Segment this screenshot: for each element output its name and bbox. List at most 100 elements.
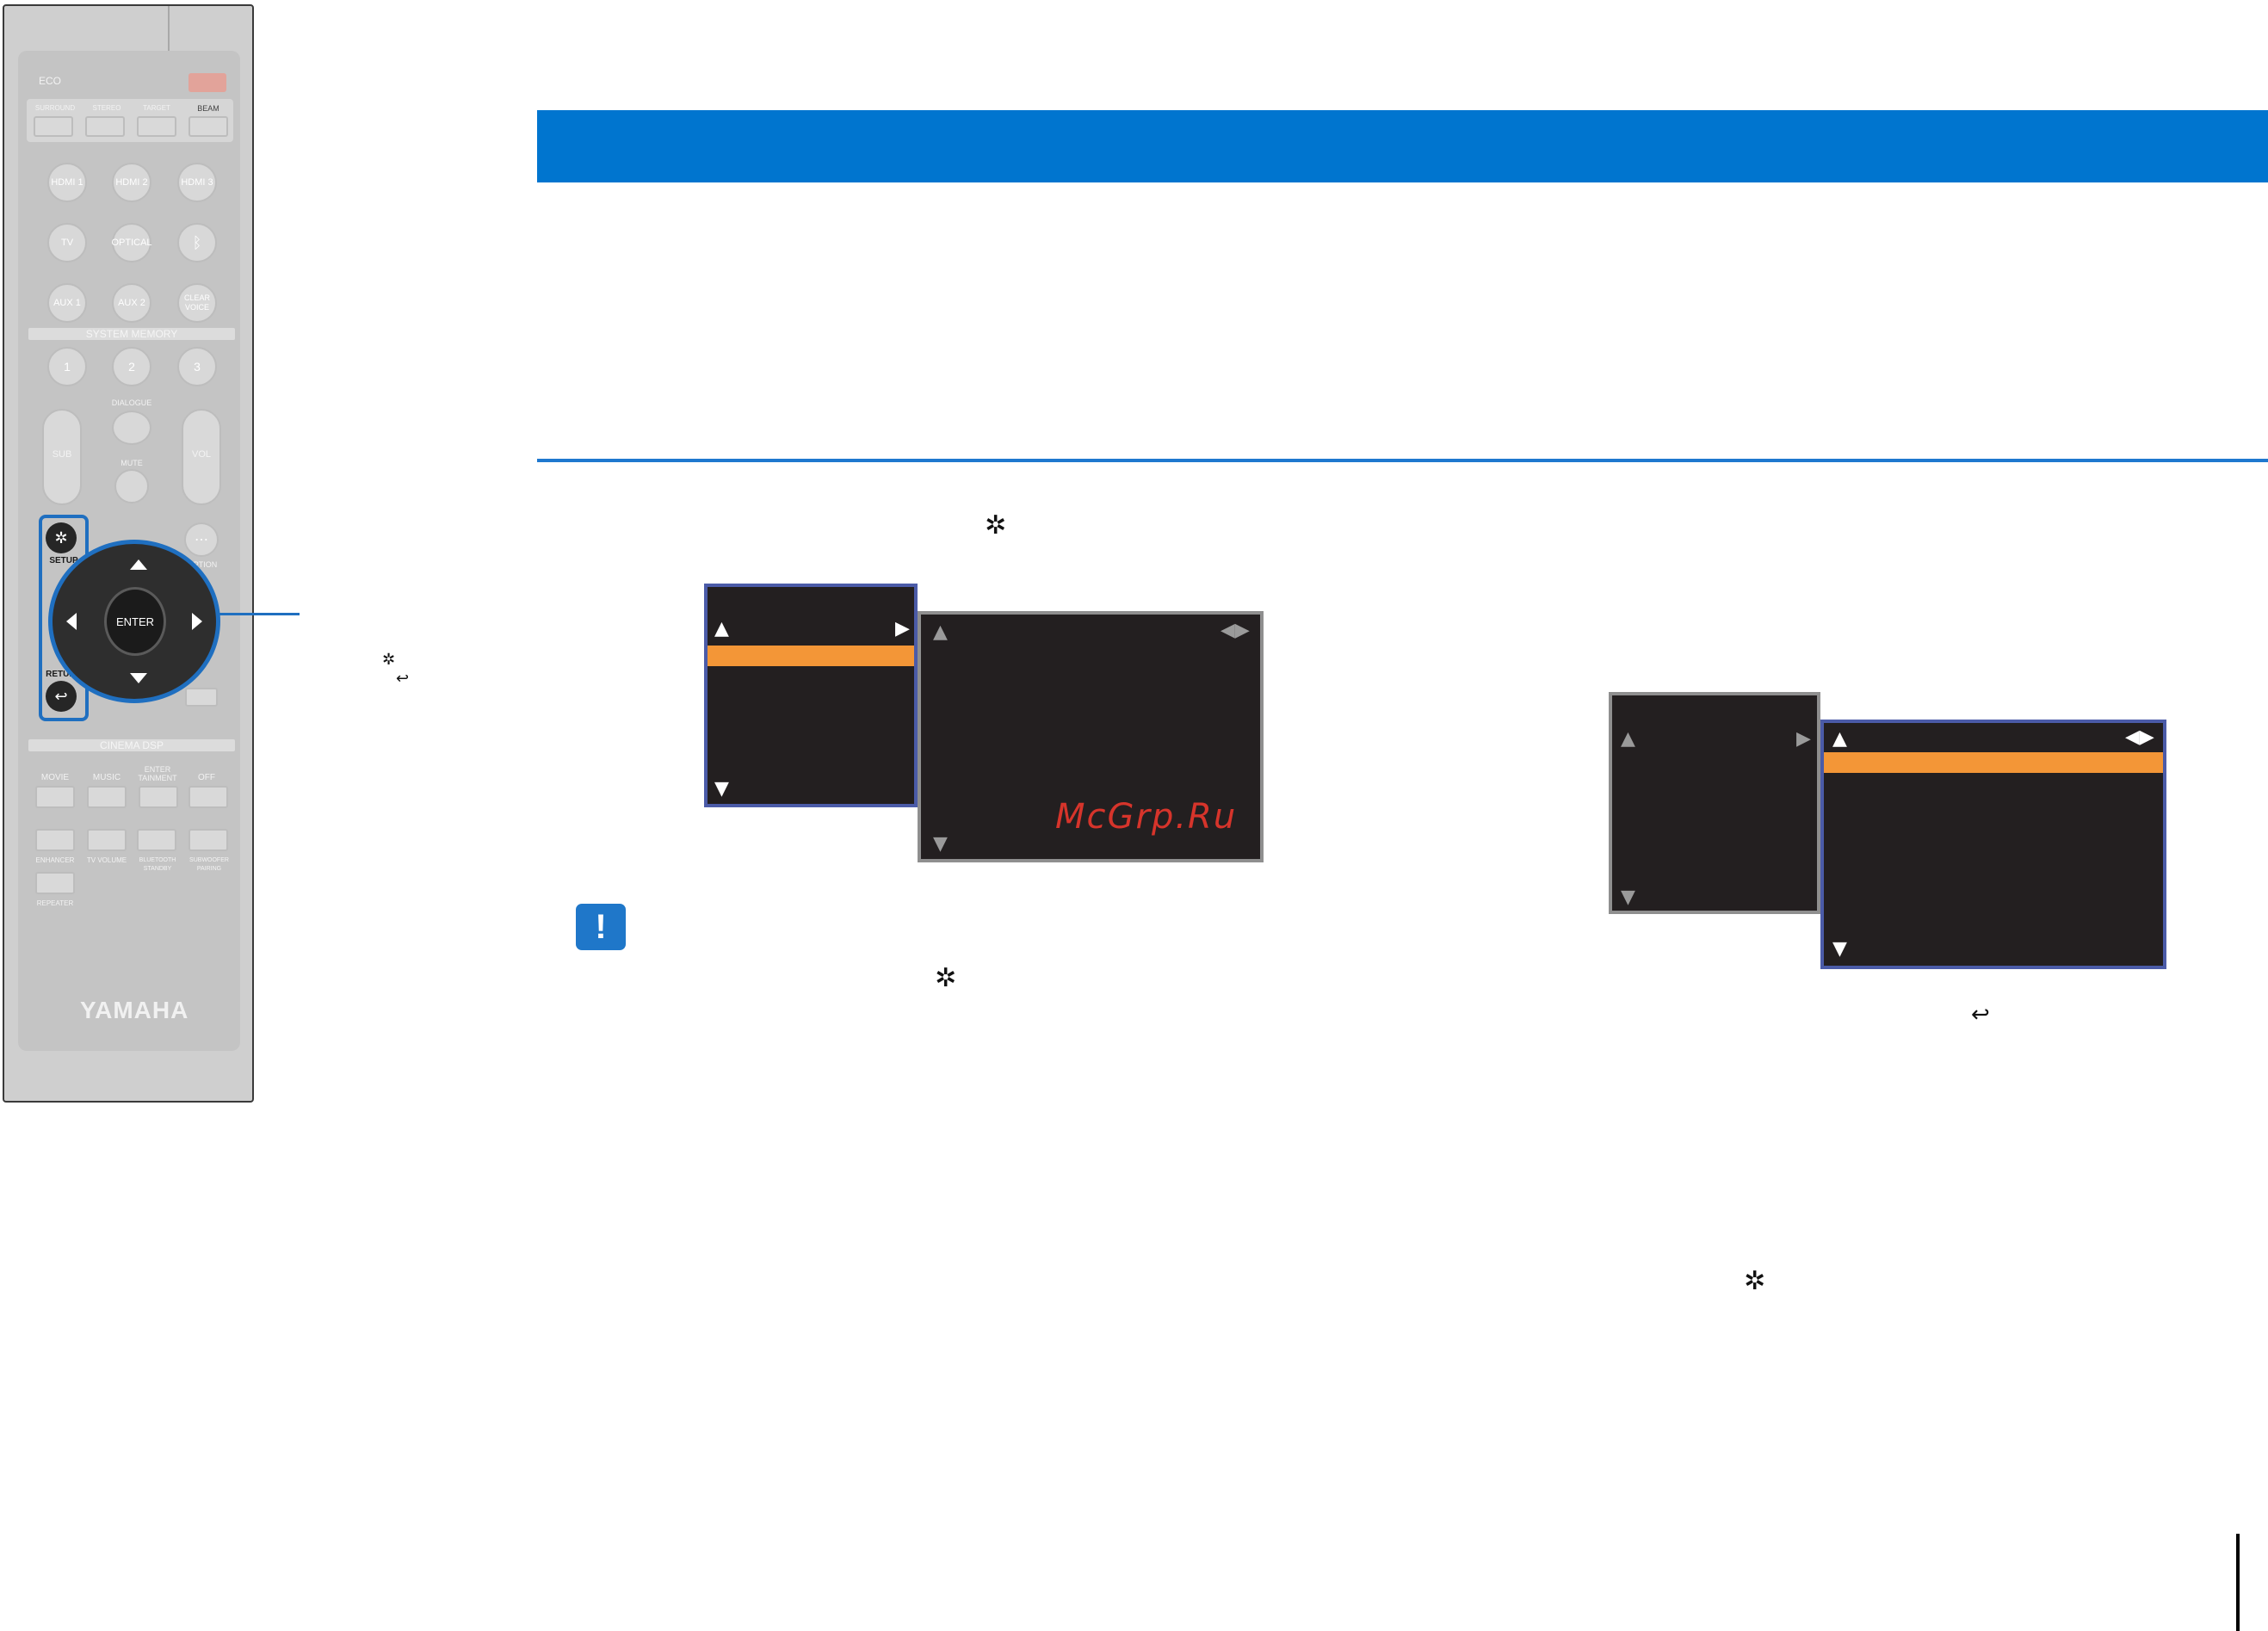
tv-volume-button[interactable] [87,829,127,851]
stereo-label: STEREO [92,104,121,112]
scroll-up-icon: ▲ [1832,728,1847,750]
entertainment-button[interactable] [139,786,178,808]
up-arrow-icon[interactable] [130,559,147,570]
sub-label: SUB [52,449,72,460]
scroll-up-icon: ▲ [1621,728,1635,750]
bluetooth-standby-button[interactable] [137,829,176,851]
gear-icon: ✲ [54,528,68,547]
menu-highlight-bar [708,646,914,666]
surround-label: SURROUND [34,104,76,112]
vol-label: VOL [191,449,211,460]
down-arrow-icon[interactable] [130,673,147,683]
tv-button[interactable]: TV [47,223,87,263]
movie-button[interactable] [35,786,75,808]
entertainment-label: ENTER TAINMENT [138,765,177,782]
memory-1-button[interactable]: 1 [47,347,87,386]
caution-icon: ! [576,904,626,950]
enhancer-label: ENHANCER [35,856,75,864]
section-divider [537,459,2268,462]
return-label: RETURN [46,670,82,679]
dialogue-button[interactable] [112,411,151,445]
scroll-down-icon: ▼ [1621,887,1635,908]
bluetooth-standby-label: BLUETOOTH STANDBY [139,857,176,872]
target-label: TARGET [143,104,170,112]
eco-label: ECO [39,75,62,87]
music-button[interactable] [87,786,127,808]
aux2-button[interactable]: AUX 2 [112,283,151,323]
vol-rocker[interactable] [182,409,221,505]
page-edge-marker [2236,1534,2240,1631]
music-label: MUSIC [92,773,121,782]
bluetooth-button[interactable]: ᛒ [177,223,217,263]
beam-label: BEAM [197,104,219,113]
enter-right-icon: ▶ [895,618,910,639]
submenu-highlight-bar [1824,752,2163,773]
return-icon: ↩ [1971,1002,1990,1028]
info-button[interactable] [185,688,218,707]
enter-button[interactable]: ENTER [104,587,166,656]
scroll-up-icon: ▲ [933,621,948,643]
right-arrow-icon[interactable] [192,613,202,630]
movie-label: MOVIE [40,773,70,782]
gear-icon: ✲ [985,510,1007,541]
navigation-ring[interactable]: ENTER [48,540,220,703]
remote-control: ECO SURROUND STEREO TARGET BEAM HDMI 1 H… [3,4,254,1103]
callout-icons: ✲ ↩ [382,651,409,689]
return-icon: ↩ [54,687,68,706]
scroll-down-icon: ▼ [933,833,948,855]
surround-button[interactable] [34,116,73,137]
setup-submenu-screen: ▲ ◀▶ McGrp.Ru ▼ [918,611,1264,862]
option-label: OPTION [187,560,218,569]
remote-seam [168,6,170,51]
setup-submenu-screen-active: ▲ ◀▶ ▼ [1820,720,2166,969]
repeater-label: REPEATER [36,899,74,907]
callout-line [217,613,300,615]
subwoofer-pairing-button[interactable] [188,829,228,851]
gear-icon: ✲ [1744,1266,1766,1296]
scroll-down-icon: ▼ [1832,938,1847,960]
enter-right-icon: ▶ [1796,728,1811,750]
target-button[interactable] [137,116,176,137]
optical-button[interactable]: OPTICAL [111,223,152,263]
memory-3-button[interactable]: 3 [177,347,217,386]
sub-rocker[interactable] [42,409,82,505]
left-right-icon: ◀▶ [2125,726,2154,748]
cinema-dsp-strip: CINEMA DSP [28,739,235,751]
beam-button[interactable] [188,116,228,137]
mute-label: MUTE [121,459,143,467]
stereo-button[interactable] [85,116,125,137]
setup-button[interactable]: ✲ [46,522,77,553]
watermark: McGrp.Ru [1055,797,1238,837]
system-memory-strip: SYSTEM MEMORY [28,328,235,340]
dialogue-label: DIALOGUE [111,398,152,407]
off-label: OFF [198,773,215,782]
setup-menu-screen: ▲ ▶ ▼ [704,584,918,807]
option-button[interactable]: ⋯ [184,522,219,557]
mute-button[interactable] [114,469,149,504]
hdmi2-button[interactable]: HDMI 2 [112,163,151,202]
clear-voice-button[interactable]: CLEAR VOICE [177,283,217,323]
section-header-bar [537,110,2268,182]
setup-label: SETUP [49,556,78,565]
return-icon: ↩ [396,670,410,688]
aux1-button[interactable]: AUX 1 [47,283,87,323]
left-right-icon: ◀▶ [1221,620,1250,641]
gear-icon: ✲ [382,651,396,669]
off-button[interactable] [188,786,228,808]
memory-2-button[interactable]: 2 [112,347,151,386]
yamaha-logo: YAMAHA [80,997,189,1023]
left-arrow-icon[interactable] [66,613,77,630]
repeater-button[interactable] [35,872,75,894]
tv-volume-label: TV VOLUME [86,856,127,864]
subwoofer-pairing-label: SUBWOOFER PAIRING [189,857,229,872]
enhancer-button[interactable] [35,829,75,851]
scroll-down-icon: ▼ [714,778,729,800]
hdmi1-button[interactable]: HDMI 1 [47,163,87,202]
power-button[interactable] [188,73,226,92]
hdmi3-button[interactable]: HDMI 3 [177,163,217,202]
gear-icon: ✲ [935,963,957,993]
return-button[interactable]: ↩ [46,681,77,712]
setup-menu-screen-dimmed: ▲ ▶ ▼ [1609,692,1820,914]
scroll-up-icon: ▲ [714,618,729,639]
bluetooth-icon: ᛒ [192,233,202,251]
